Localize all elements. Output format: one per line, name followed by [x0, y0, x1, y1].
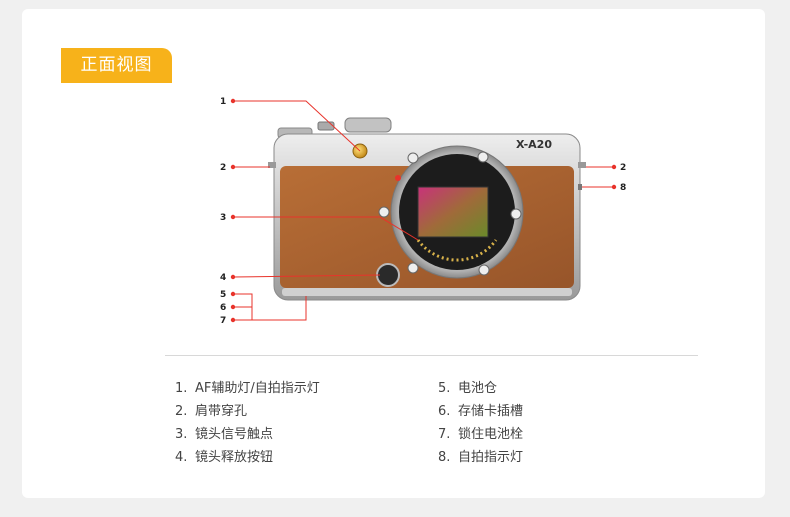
legend-number: 6. [438, 404, 451, 419]
strap-lug-left [268, 162, 276, 168]
self-timer-lamp-icon [578, 184, 582, 190]
legend-label: 镜头释放按钮 [195, 450, 274, 465]
callout-4: 4 [220, 273, 226, 283]
legend-label: 肩带穿孔 [195, 404, 248, 419]
legend-number: 2. [175, 404, 188, 419]
callout-dots [230, 98, 617, 323]
divider [165, 355, 698, 356]
callout-2-left: 2 [220, 163, 226, 173]
callout-5: 5 [220, 290, 226, 300]
callout-6: 6 [220, 303, 226, 313]
image-sensor [417, 186, 489, 238]
model-badge: X-A20 [516, 138, 552, 151]
legend-item: 1. AF辅助灯/自拍指示灯 [175, 377, 320, 396]
callout-7: 7 [220, 316, 226, 326]
legend-number: 5. [438, 381, 451, 396]
legend-label: 电池仓 [458, 381, 498, 396]
callout-2-right: 2 [620, 163, 626, 173]
legend-item: 5. 电池仓 [438, 377, 497, 396]
callout-1: 1 [220, 97, 226, 107]
page-title: 正面视图 [61, 48, 172, 83]
lens-mount [378, 145, 524, 279]
legend-label: 自拍指示灯 [458, 450, 524, 465]
legend-item: 3. 镜头信号触点 [175, 423, 273, 442]
legend-number: 1. [175, 381, 188, 396]
legend-item: 2. 肩带穿孔 [175, 400, 247, 419]
lens-release-button-icon [376, 263, 400, 287]
legend-number: 7. [438, 427, 451, 442]
bottom-plate [282, 288, 572, 296]
legend-item: 4. 镜头释放按钮 [175, 446, 273, 465]
legend-label: 存储卡插槽 [458, 404, 524, 419]
legend-label: 镜头信号触点 [195, 427, 274, 442]
legend-label: 锁住电池栓 [458, 427, 524, 442]
legend-label: AF辅助灯/自拍指示灯 [195, 381, 320, 396]
legend-item: 6. 存储卡插槽 [438, 400, 523, 419]
lens-contacts [416, 239, 498, 262]
legend-number: 4. [175, 450, 188, 465]
callout-3: 3 [220, 213, 226, 223]
legend-item: 7. 锁住电池栓 [438, 423, 523, 442]
callout-lines [232, 100, 614, 321]
legend-number: 8. [438, 450, 451, 465]
legend-item: 8. 自拍指示灯 [438, 446, 523, 465]
callout-8: 8 [620, 183, 626, 193]
legend-number: 3. [175, 427, 188, 442]
strap-lug-right [578, 162, 586, 168]
